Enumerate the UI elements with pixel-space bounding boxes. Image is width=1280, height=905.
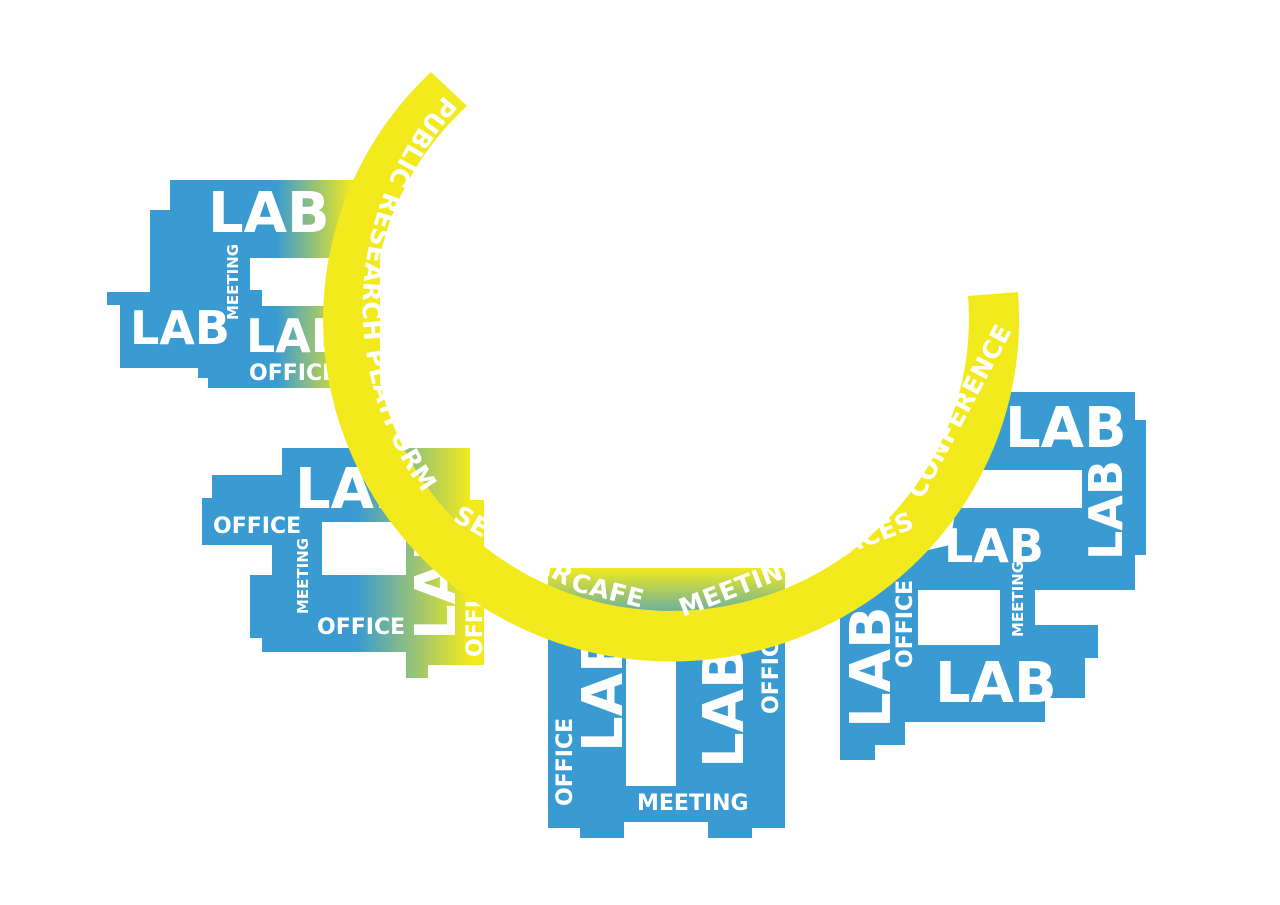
- wing-east: LAB LAB LAB MEETING LAB OFFICE LAB: [839, 392, 1146, 760]
- wing-nw-office: OFFICE: [249, 361, 337, 386]
- wing-northwest-shape: [107, 180, 380, 388]
- wing-northwest: LAB MEETING LAB LAB OFFICE: [107, 180, 380, 388]
- wing-nw-meeting: MEETING: [224, 244, 242, 320]
- wing-nw-lab-left: LAB: [130, 301, 230, 355]
- wing-e-lab-bottom: LAB: [935, 651, 1057, 716]
- wing-e-lab-mid: LAB: [944, 519, 1044, 573]
- wing-s-lab-right: LAB: [692, 646, 757, 768]
- wing-nw-lab-top: LAB: [208, 181, 330, 246]
- wing-east-shape: [840, 392, 1146, 760]
- wing-e-lab-top: LAB: [1005, 396, 1127, 461]
- wing-e-meeting: MEETING: [1009, 561, 1027, 637]
- arc-band: [323, 72, 1020, 662]
- wing-s-meeting: MEETING: [637, 791, 749, 816]
- wing-w-office-top: OFFICE: [213, 514, 301, 539]
- wing-e-lab-left-vertical: LAB: [839, 606, 904, 728]
- wing-w-office-bottom: OFFICE: [317, 615, 405, 640]
- wing-e-lab-vertical: LAB: [1079, 460, 1133, 560]
- wing-w-meeting: MEETING: [294, 538, 312, 614]
- wing-s-office-left: OFFICE: [553, 718, 578, 806]
- wing-e-office: OFFICE: [893, 580, 918, 668]
